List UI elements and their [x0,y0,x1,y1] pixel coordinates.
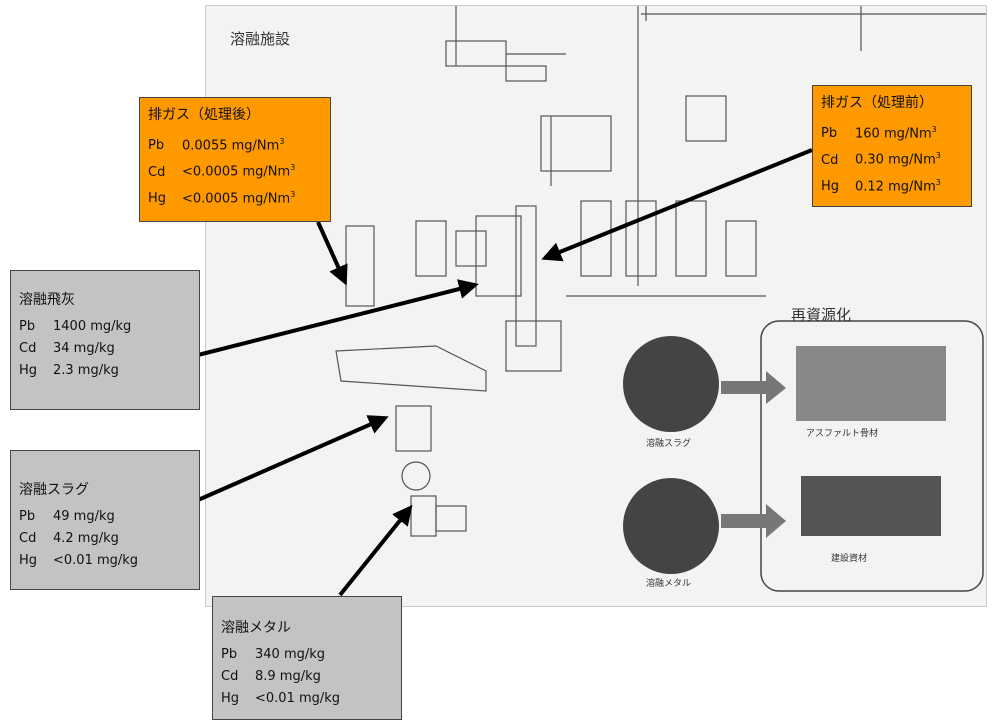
exhaust-before-title: 排ガス（処理前） [821,92,963,112]
arrow-slag [198,418,385,500]
exhaust-after-hg: Hg<0.0005 mg/Nm3 [148,184,322,210]
metal-hg: Hg<0.01 mg/kg [221,688,393,710]
arrow-exhaust-before [545,150,812,258]
fly-ash-title: 溶融飛灰 [19,289,191,309]
metal-title: 溶融メタル [221,617,393,637]
exhaust-after-cd: Cd<0.0005 mg/Nm3 [148,157,322,183]
arrow-exhaust-after [318,222,345,282]
slag-title: 溶融スラグ [19,479,191,499]
slag-hg: Hg<0.01 mg/kg [19,550,191,572]
exhaust-after-title: 排ガス（処理後） [148,104,322,124]
arrow-fly-ash [198,285,475,355]
arrow-metal [340,508,410,595]
